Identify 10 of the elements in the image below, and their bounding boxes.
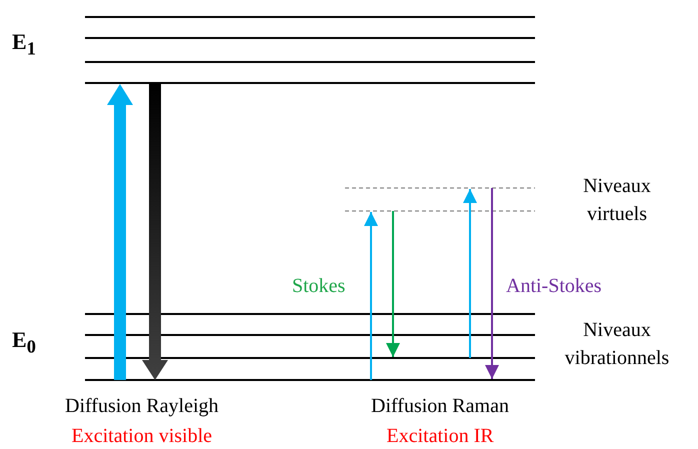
process-label: Diffusion Rayleigh [65, 394, 219, 418]
energy-label: E$_{0}$ [12, 328, 36, 358]
transition-label: Stokes [292, 274, 346, 298]
excitation-label: Excitation visible [72, 424, 212, 448]
energy-label: E$_{1}$ [12, 30, 36, 60]
level-label: Niveaux vibrationnels [564, 318, 670, 371]
transition-label: Anti-Stokes [506, 274, 602, 298]
process-label: Diffusion Raman [371, 394, 509, 418]
excitation-label: Excitation IR [386, 424, 494, 448]
level-label: Niveaux virtuels [582, 174, 652, 227]
